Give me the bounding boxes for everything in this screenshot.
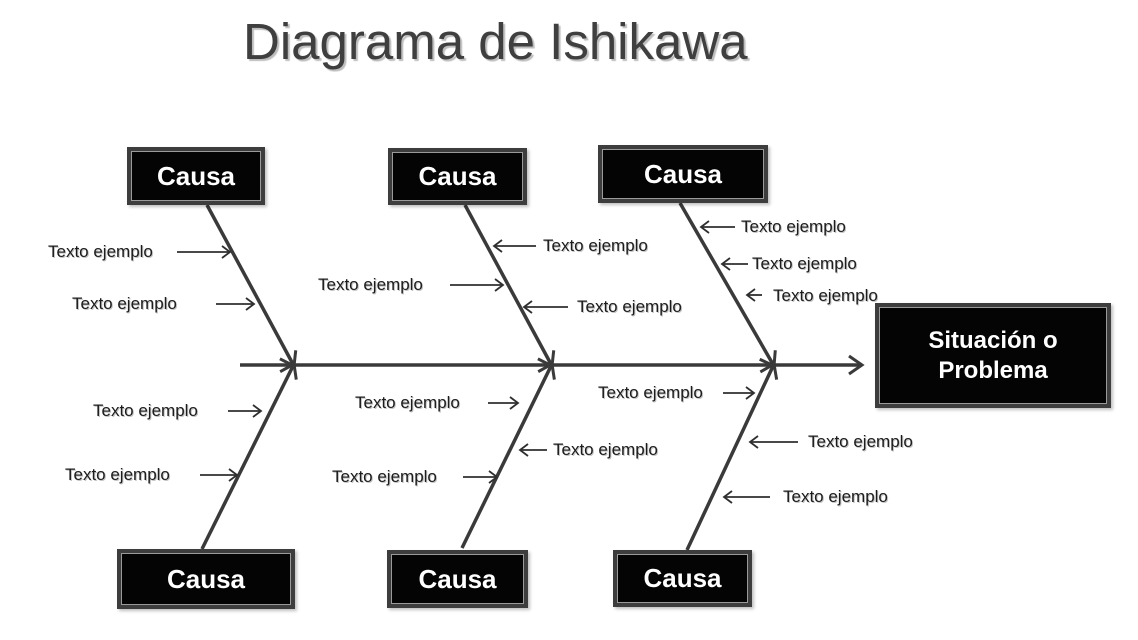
subcause-label-top1-1: Texto ejemplo [48,242,153,261]
bone-bottom-2 [460,361,556,549]
bone-top-1 [205,204,298,369]
cause-box-top-3: Causa [598,145,768,203]
cause-box-bottom-1: Causa [117,549,295,609]
subcause-label-bottom1-2: Texto ejemplo [65,465,170,484]
subcause-label-bottom3-1: Texto ejemplo [598,383,703,402]
subcause-label-bottom3-3: Texto ejemplo [783,487,888,506]
subcause-label-bottom1-1: Texto ejemplo [93,401,198,420]
page-title: Diagrama de Ishikawa [243,13,748,70]
problem-box-label: Situación o Problema [928,326,1058,384]
subcause-label-top3-1: Texto ejemplo [741,217,846,236]
cause-box-bottom-2: Causa [387,550,528,608]
subcause-label-top1-2: Texto ejemplo [72,294,177,313]
subcause-label-top3-2: Texto ejemplo [752,254,857,273]
subcause-label-bottom2-2: Texto ejemplo [553,440,658,459]
cause-box-top-1: Causa [127,147,265,205]
problem-box: Situación o Problema [875,303,1111,408]
subcause-label-top2-2: Texto ejemplo [318,275,423,294]
cause-box-bottom-3: Causa [613,550,752,607]
subcause-label-top3-3: Texto ejemplo [773,286,878,305]
bone-top-2 [463,204,556,369]
cause-box-top-2-label: Causa [418,161,497,191]
subcause-label-top2-3: Texto ejemplo [577,297,682,316]
subcause-label-bottom2-1: Texto ejemplo [355,393,460,412]
bone-bottom-1 [200,361,298,550]
cause-box-bottom-2-label: Causa [418,563,497,594]
subcause-label-bottom2-3: Texto ejemplo [332,467,437,486]
cause-box-top-2: Causa [388,148,527,205]
cause-box-top-3-label: Causa [643,158,723,189]
subcause-label-top2-1: Texto ejemplo [543,236,648,255]
cause-box-bottom-1-label: Causa [166,563,246,594]
subcause-label-bottom3-2: Texto ejemplo [808,432,913,451]
cause-box-top-1-label: Causa [156,160,236,191]
cause-box-bottom-3-label: Causa [643,563,722,593]
